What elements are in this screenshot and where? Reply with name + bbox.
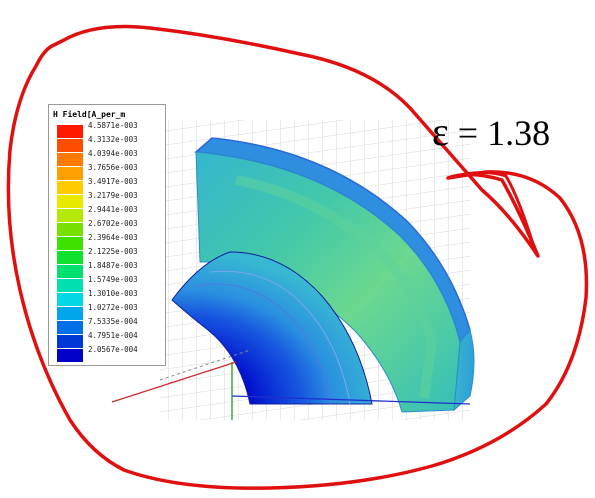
quarter-ring-model <box>171 137 475 413</box>
epsilon-equals: = <box>457 113 479 153</box>
legend-title: H Field[A_per_m <box>53 110 126 119</box>
annotation-inner-stroke <box>446 171 538 256</box>
model-field-contour <box>235 175 438 399</box>
legend-swatch <box>57 349 83 362</box>
legend-swatch <box>57 209 83 222</box>
legend-value: 1.8487e-003 <box>88 261 138 270</box>
legend-swatch <box>57 223 83 236</box>
axis-z <box>231 395 471 405</box>
legend-value: 4.5871e-003 <box>88 121 138 130</box>
legend-value: 4.0394e-003 <box>88 149 138 158</box>
legend-swatch <box>57 251 83 264</box>
field-legend: H Field[A_per_m 4.5871e-003 4.3132e-003 4.… <box>48 104 166 366</box>
model-side-wall <box>453 328 475 412</box>
legend-value: 7.5335e-004 <box>88 317 138 326</box>
legend-value: 3.4917e-003 <box>88 177 138 186</box>
legend-value: 2.1225e-003 <box>88 247 138 256</box>
legend-swatch <box>57 139 83 152</box>
legend-value: 4.7951e-004 <box>88 331 138 340</box>
legend-value: 2.0567e-004 <box>88 345 138 354</box>
legend-value: 3.2179e-003 <box>88 191 138 200</box>
legend-swatch <box>57 321 83 334</box>
annotation-outline-stroke <box>6 24 589 490</box>
legend-swatch <box>57 279 83 292</box>
legend-value: 1.5749e-003 <box>88 275 138 284</box>
legend-value: 1.0272e-003 <box>88 303 138 312</box>
coordinate-axes <box>111 349 471 420</box>
legend-value: 1.3010e-003 <box>88 289 138 298</box>
epsilon-annotation: ε = 1.38 <box>432 108 550 155</box>
legend-value: 2.6702e-003 <box>88 219 138 228</box>
legend-swatch <box>57 181 83 194</box>
legend-value: 2.3964e-003 <box>88 233 138 242</box>
legend-swatch <box>57 195 83 208</box>
legend-value: 4.3132e-003 <box>88 135 138 144</box>
axis-x <box>111 361 237 403</box>
legend-value: 3.7656e-003 <box>88 163 138 172</box>
legend-swatch <box>57 335 83 348</box>
legend-swatch <box>57 153 83 166</box>
legend-swatch <box>57 125 83 138</box>
model-inner-bore <box>171 251 373 405</box>
legend-swatch <box>57 237 83 250</box>
legend-swatch <box>57 265 83 278</box>
legend-swatch <box>57 167 83 180</box>
epsilon-symbol: ε <box>432 109 449 154</box>
model-inner-ring-line-2 <box>209 270 351 405</box>
legend-swatch <box>57 307 83 320</box>
legend-swatch <box>57 293 83 306</box>
model-inner-ring-line <box>195 283 331 405</box>
axis-dashed <box>159 349 251 381</box>
epsilon-value: 1.38 <box>487 113 551 153</box>
legend-value: 2.9441e-003 <box>88 205 138 214</box>
